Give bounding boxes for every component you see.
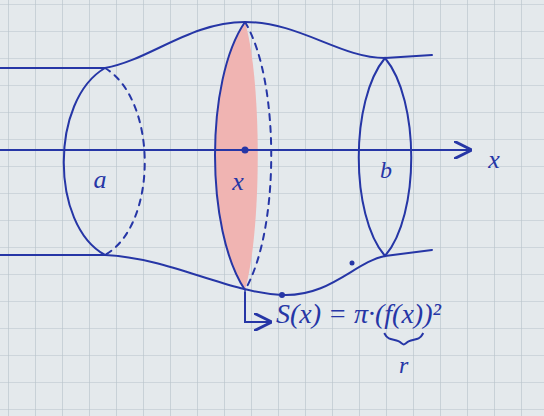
point-dot [279,292,285,298]
x-axis [0,149,470,151]
bottom-profile [0,250,432,295]
right-section [359,58,412,256]
pointer-arrow [245,292,270,322]
formula: S(x) = π·(f(x))² [276,300,441,328]
point-dot [350,261,355,266]
left-section [64,68,105,255]
axis-label: x [488,147,500,173]
cross-section-fill [215,22,258,290]
brace-label: r [399,353,408,377]
bound-label: b [380,158,392,182]
middle-section [215,22,245,290]
bound-label: a [94,167,107,193]
middle-section-hidden [245,22,271,290]
underbrace [384,333,423,344]
point-label: x [232,169,244,195]
point-dot [242,147,249,154]
left-section-hidden [105,68,145,255]
top-profile [0,22,432,68]
